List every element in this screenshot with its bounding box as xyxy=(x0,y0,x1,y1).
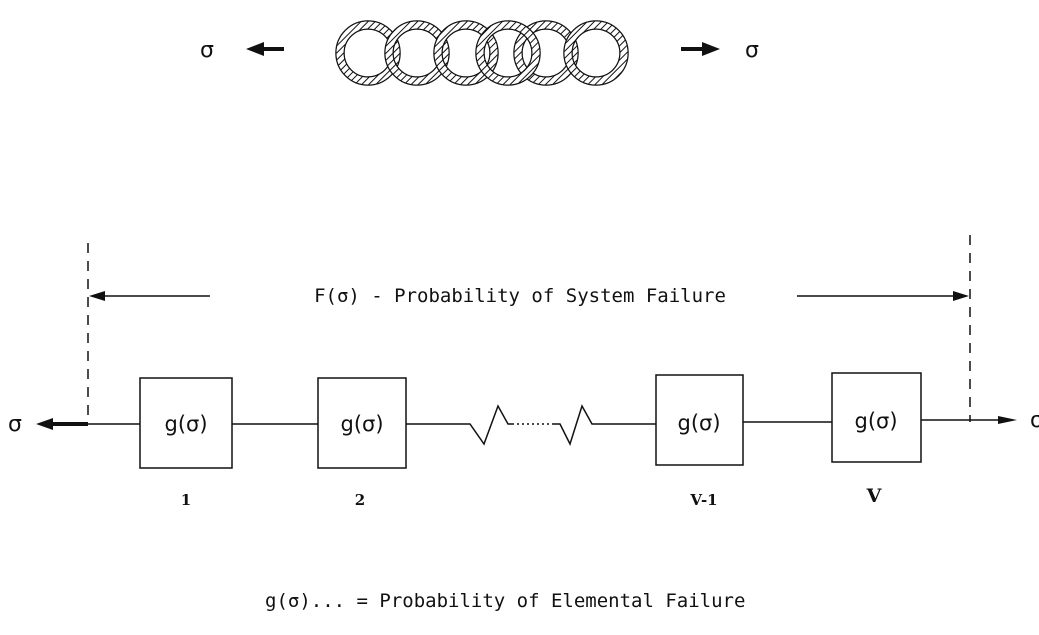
system-right-load-label: σ xyxy=(1030,408,1039,433)
chain-left-arrow xyxy=(246,42,284,56)
system-failure-label: F(σ) - Probability of System Failure xyxy=(314,285,726,307)
element-2-function-label: g(σ) xyxy=(340,412,383,436)
bracket-right-arrowhead xyxy=(953,291,969,301)
element-box-v: g(σ) V xyxy=(831,372,922,507)
system-left-arrow xyxy=(36,418,88,430)
elemental-failure-legend: g(σ)... = Probability of Elemental Failu… xyxy=(265,590,745,612)
element-1-function-label: g(σ) xyxy=(164,412,207,436)
chain-links xyxy=(335,20,629,86)
element-2-index-label: 2 xyxy=(355,491,365,509)
element-v-minus-1-function-label: g(σ) xyxy=(677,411,720,435)
element-v-index-label: V xyxy=(866,485,883,507)
element-1-index-label: 1 xyxy=(181,491,191,509)
chain-right-load-label: σ xyxy=(745,38,759,63)
right-zigzag xyxy=(554,404,656,446)
chain-left-load-label: σ xyxy=(200,38,214,63)
element-box-1: g(σ) 1 xyxy=(139,377,233,509)
chain-illustration: σ σ xyxy=(200,20,759,86)
system-failure-bracket: F(σ) - Probability of System Failure xyxy=(87,235,971,422)
element-box-v-minus-1: g(σ) V-1 xyxy=(655,374,744,509)
chain-right-arrow xyxy=(681,42,720,56)
system-right-arrow xyxy=(998,416,1017,424)
element-v-minus-1-index-label: V-1 xyxy=(689,491,717,509)
series-system: σ g(σ) 1 g(σ) 2 g(σ) V-1 g(σ) V xyxy=(8,372,1039,509)
left-zigzag xyxy=(406,404,512,446)
system-left-load-label: σ xyxy=(8,412,22,437)
element-v-function-label: g(σ) xyxy=(854,409,897,433)
bracket-left-arrowhead xyxy=(89,291,105,301)
element-box-2: g(σ) 2 xyxy=(317,377,407,509)
